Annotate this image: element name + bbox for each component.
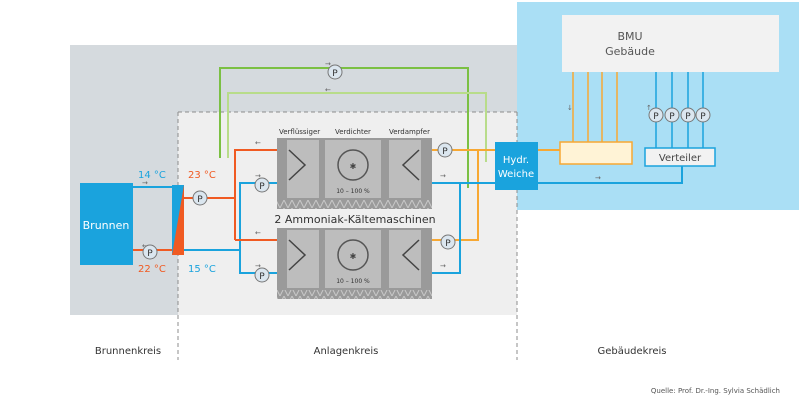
svg-text:P: P	[669, 112, 675, 122]
temp-hx-hot: 23 °C	[188, 170, 216, 181]
hydr-weiche-label-1: Hydr.	[503, 155, 529, 166]
collector-box	[559, 141, 633, 165]
pump-bldg-1: P	[648, 107, 664, 123]
zone-anlage-upper-gray	[178, 45, 517, 113]
svg-text:→: →	[142, 179, 148, 187]
zone-label-brunnenkreis: Brunnenkreis	[95, 346, 161, 357]
pump-bldg-2: P	[664, 107, 680, 123]
pump-evap-1: P	[437, 142, 453, 158]
svg-text:←: ←	[142, 242, 148, 250]
temp-well-return: 22 °C	[138, 264, 166, 275]
svg-text:✱: ✱	[350, 252, 357, 261]
svg-text:✱: ✱	[350, 162, 357, 171]
verteiler-label: Verteiler	[659, 153, 702, 164]
svg-text:P: P	[700, 112, 706, 122]
svg-text:→: →	[440, 172, 446, 180]
svg-text:P: P	[147, 249, 153, 259]
zone-label-gebaeudekreis: Gebäudekreis	[597, 346, 666, 357]
svg-text:←: ←	[325, 86, 331, 94]
svg-text:→: →	[255, 172, 261, 180]
building-box	[562, 15, 779, 72]
hydr-weiche	[495, 142, 538, 190]
building-label-1: BMU	[617, 30, 642, 43]
source-credit: Quelle: Prof. Dr.-Ing. Sylvia Schädlich	[651, 387, 780, 395]
machines-title: 2 Ammoniak-Kältemaschinen	[274, 213, 435, 226]
verteiler-box	[644, 147, 716, 167]
svg-text:P: P	[685, 112, 691, 122]
building-label-2: Gebäude	[605, 45, 655, 58]
pump-cond-2: P	[254, 267, 270, 283]
svg-text:P: P	[197, 195, 203, 205]
zone-brunnenkreis	[70, 45, 178, 315]
svg-text:→: →	[595, 174, 601, 182]
brunnen-label: Brunnen	[83, 219, 130, 232]
machine-2-capacity: 10 – 100 %	[336, 278, 370, 285]
machine-2: ✱	[277, 228, 432, 299]
pump-hx-hot: P	[192, 190, 208, 206]
svg-text:P: P	[442, 147, 448, 157]
pump-green-loop: P	[327, 64, 343, 80]
label-verdichter: Verdichter	[335, 128, 371, 136]
svg-text:P: P	[259, 272, 265, 282]
pump-bldg-4: P	[695, 107, 711, 123]
machine-1-capacity: 10 – 100 %	[336, 188, 370, 195]
svg-text:←: ←	[255, 139, 261, 147]
brunnen-box	[80, 183, 133, 265]
svg-text:P: P	[445, 239, 451, 249]
temp-well-out: 14 °C	[138, 170, 166, 181]
machine-1: ✱	[277, 138, 432, 209]
pump-evap-2: P	[440, 234, 456, 250]
label-verdampfer: Verdampfer	[389, 128, 430, 136]
pump-cond-1: P	[254, 177, 270, 193]
pump-well-return: P	[142, 244, 158, 260]
svg-text:↓: ↓	[567, 104, 573, 112]
label-verfluessiger: Verflüssiger	[279, 128, 320, 136]
zone-label-anlagenkreis: Anlagenkreis	[314, 346, 379, 357]
svg-text:→: →	[325, 60, 331, 68]
pump-bldg-3: P	[680, 107, 696, 123]
svg-text:→: →	[440, 262, 446, 270]
svg-text:↑: ↑	[646, 104, 652, 112]
hydr-weiche-label-2: Weiche	[498, 169, 534, 180]
svg-text:P: P	[259, 182, 265, 192]
temp-hx-cold: 15 °C	[188, 264, 216, 275]
svg-text:→: →	[255, 262, 261, 270]
svg-text:P: P	[653, 112, 659, 122]
svg-text:P: P	[332, 69, 338, 79]
svg-text:←: ←	[255, 229, 261, 237]
